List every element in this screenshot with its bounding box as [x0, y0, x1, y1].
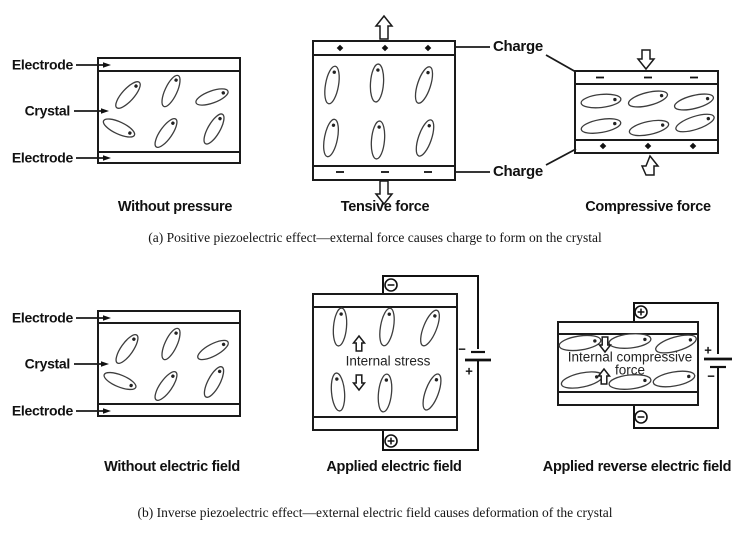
crystal-box-compressive — [574, 70, 719, 154]
circuit-wire — [382, 275, 479, 451]
stress-arrow-up-icon — [351, 334, 367, 352]
title-applied-electric-field: Applied electric field — [326, 459, 462, 475]
crystal-dipole — [414, 66, 434, 104]
crystal-dipole — [673, 93, 715, 111]
crystal-box-applied-field — [312, 293, 458, 431]
compression-arrow-down-icon — [636, 49, 656, 71]
internal-stress-label: Internal stress — [345, 353, 431, 369]
crystal-dipole — [655, 334, 697, 354]
circled-minus-icon — [634, 410, 648, 424]
crystal-dipole — [558, 334, 602, 352]
crystal-dipole — [323, 118, 339, 158]
electrode-top-label-b: Electrode — [11, 309, 73, 326]
crystal-dipole — [608, 333, 652, 349]
crystal-dipole — [161, 74, 181, 108]
crystal-dipole — [560, 371, 604, 389]
caption-panel-a: (a) Positive piezoelectric effect—extern… — [148, 230, 602, 245]
crystal-dipole — [197, 339, 229, 361]
crystal-dipole — [377, 373, 393, 413]
crystal-dipole — [652, 370, 696, 388]
crystal-dipole — [103, 371, 137, 391]
crystal-dipole — [324, 65, 340, 105]
crystal-dipole — [415, 119, 435, 157]
circled-minus-icon — [384, 278, 398, 292]
caption-panel-b: (b) Inverse piezoelectric effect—externa… — [137, 505, 613, 520]
electrode-bottom-label-b: Electrode — [11, 402, 73, 419]
battery-icon — [465, 350, 491, 362]
crystal-dipole — [115, 334, 139, 364]
battery-icon — [704, 357, 732, 369]
positive-charge-icons — [599, 142, 697, 150]
crystal-dipole — [195, 88, 229, 106]
crystal-dipole — [330, 372, 346, 412]
crystal-dipole — [154, 118, 178, 148]
crystal-dipole — [332, 307, 348, 347]
title-compressive-force: Compressive force — [585, 199, 711, 215]
internal-compressive-label-line1: Internal compressive — [567, 349, 693, 365]
crystal-label-b: Crystal — [24, 355, 71, 372]
crystal-dipole — [203, 113, 225, 145]
electrode-pointer-line — [74, 315, 111, 414]
electrode-pointer-line — [74, 62, 111, 161]
crystal-dipole — [102, 118, 136, 138]
title-applied-reverse-electric-field: Applied reverse electric field — [542, 459, 732, 475]
crystal-dipole — [154, 371, 178, 401]
title-without-pressure: Without pressure — [117, 199, 233, 215]
battery-minus-sign-b2: − — [458, 341, 466, 357]
circuit-wire — [633, 302, 719, 429]
positive-charge-icons — [336, 44, 432, 52]
crystal-dipole — [675, 113, 715, 133]
tension-arrow-up-icon — [374, 14, 394, 40]
battery-plus-sign-b2: + — [465, 363, 473, 379]
crystal-dipole — [115, 81, 141, 109]
circled-plus-icon — [634, 305, 648, 319]
crystal-dipole — [379, 307, 395, 347]
charge-label-bottom: Charge — [493, 163, 543, 181]
crystal-dipole — [608, 374, 652, 390]
crystal-dipole — [203, 366, 225, 398]
stress-arrow-down-icon — [351, 374, 367, 392]
battery-plus-sign-b3: + — [704, 342, 712, 358]
charge-pointer-lines — [455, 46, 577, 173]
charge-label-top: Charge — [493, 38, 543, 56]
electrode-bottom-label-a: Electrode — [11, 149, 73, 166]
crystal-dipole — [422, 373, 442, 411]
battery-minus-sign-b3: − — [707, 368, 715, 384]
crystal-box-tensive — [312, 40, 456, 181]
crystal-box-without-pressure — [97, 57, 241, 164]
crystal-dipole — [628, 119, 670, 137]
compressive-stress-arrow-up-icon — [596, 367, 612, 385]
electrode-top-label-a: Electrode — [11, 56, 73, 73]
crystal-dipole — [161, 327, 181, 361]
title-without-electric-field: Without electric field — [104, 459, 240, 475]
crystal-dipole — [627, 90, 669, 108]
crystal-label-a: Crystal — [24, 102, 71, 119]
crystal-dipole — [580, 93, 622, 109]
compression-arrow-up-icon — [640, 154, 660, 176]
crystal-dipole — [420, 309, 440, 347]
tension-arrow-down-icon — [374, 180, 394, 206]
circled-plus-icon — [384, 434, 398, 448]
internal-compressive-label-line2: force — [614, 362, 646, 378]
crystal-dipole — [369, 63, 385, 103]
crystal-dipole — [370, 120, 386, 160]
title-tensive-force: Tensive force — [340, 199, 430, 215]
crystal-dipole — [580, 118, 622, 134]
compressive-stress-arrow-down-icon — [597, 336, 613, 354]
